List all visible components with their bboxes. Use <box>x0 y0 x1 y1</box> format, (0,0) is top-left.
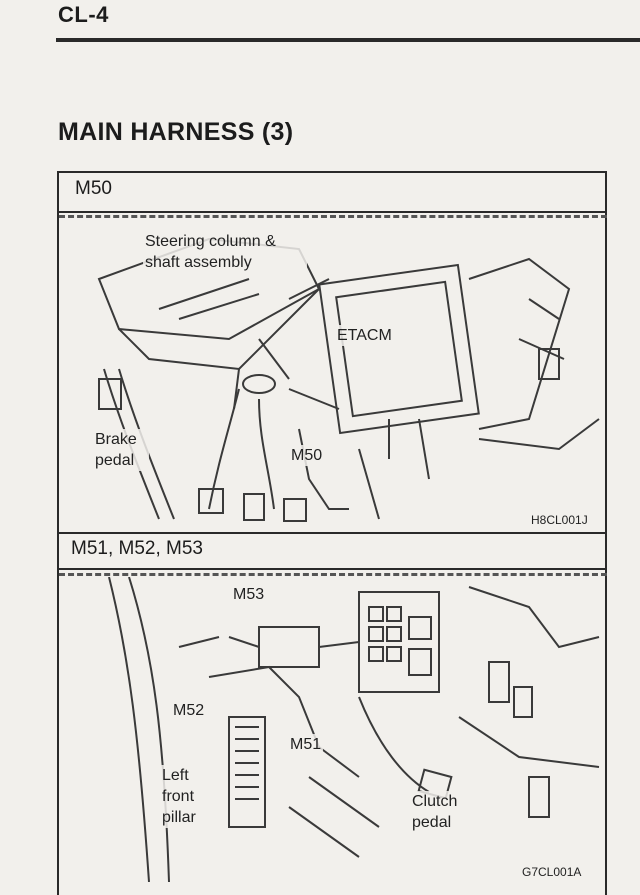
figure-code-m50: H8CL001J <box>531 513 588 527</box>
left-front-pillar-drawing <box>108 577 150 882</box>
callout-steering-column: Steering column & shaft assembly <box>143 231 307 273</box>
callout-m53: M53 <box>231 584 267 605</box>
callout-m52: M52 <box>171 700 207 721</box>
figure-m51-m52-m53: M53 M52 M51 Left front pillar Clutch ped… <box>59 577 605 882</box>
callout-clutch-pedal: Clutch pedal <box>410 791 472 833</box>
callout-etacm: ETACM <box>335 325 394 346</box>
figure-code-m51-m52-m53: G7CL001A <box>522 865 582 879</box>
etacm-module-drawing <box>318 263 480 435</box>
panel-divider <box>57 532 607 534</box>
panel-divider <box>57 211 607 213</box>
panel-dash-line <box>59 215 607 218</box>
clutch-pedal-drawing <box>358 696 430 793</box>
page-id: CL-4 <box>58 2 109 27</box>
header-rule <box>56 38 640 42</box>
section-title: MAIN HARNESS (3) <box>58 118 294 146</box>
callout-left-front-pillar: Left front pillar <box>160 765 212 828</box>
panel-label-m50: M50 <box>75 178 112 199</box>
fuse-box-drawing <box>228 716 266 828</box>
callout-m50: M50 <box>289 445 325 466</box>
panel-divider <box>57 568 607 570</box>
callout-brake-pedal: Brake pedal <box>93 429 149 471</box>
callout-m51: M51 <box>288 734 324 755</box>
figure-m50: Steering column & shaft assembly ETACM B… <box>59 219 605 530</box>
panel-label-m51-m52-m53: M51, M52, M53 <box>71 538 203 559</box>
panel-dash-line <box>59 573 607 576</box>
